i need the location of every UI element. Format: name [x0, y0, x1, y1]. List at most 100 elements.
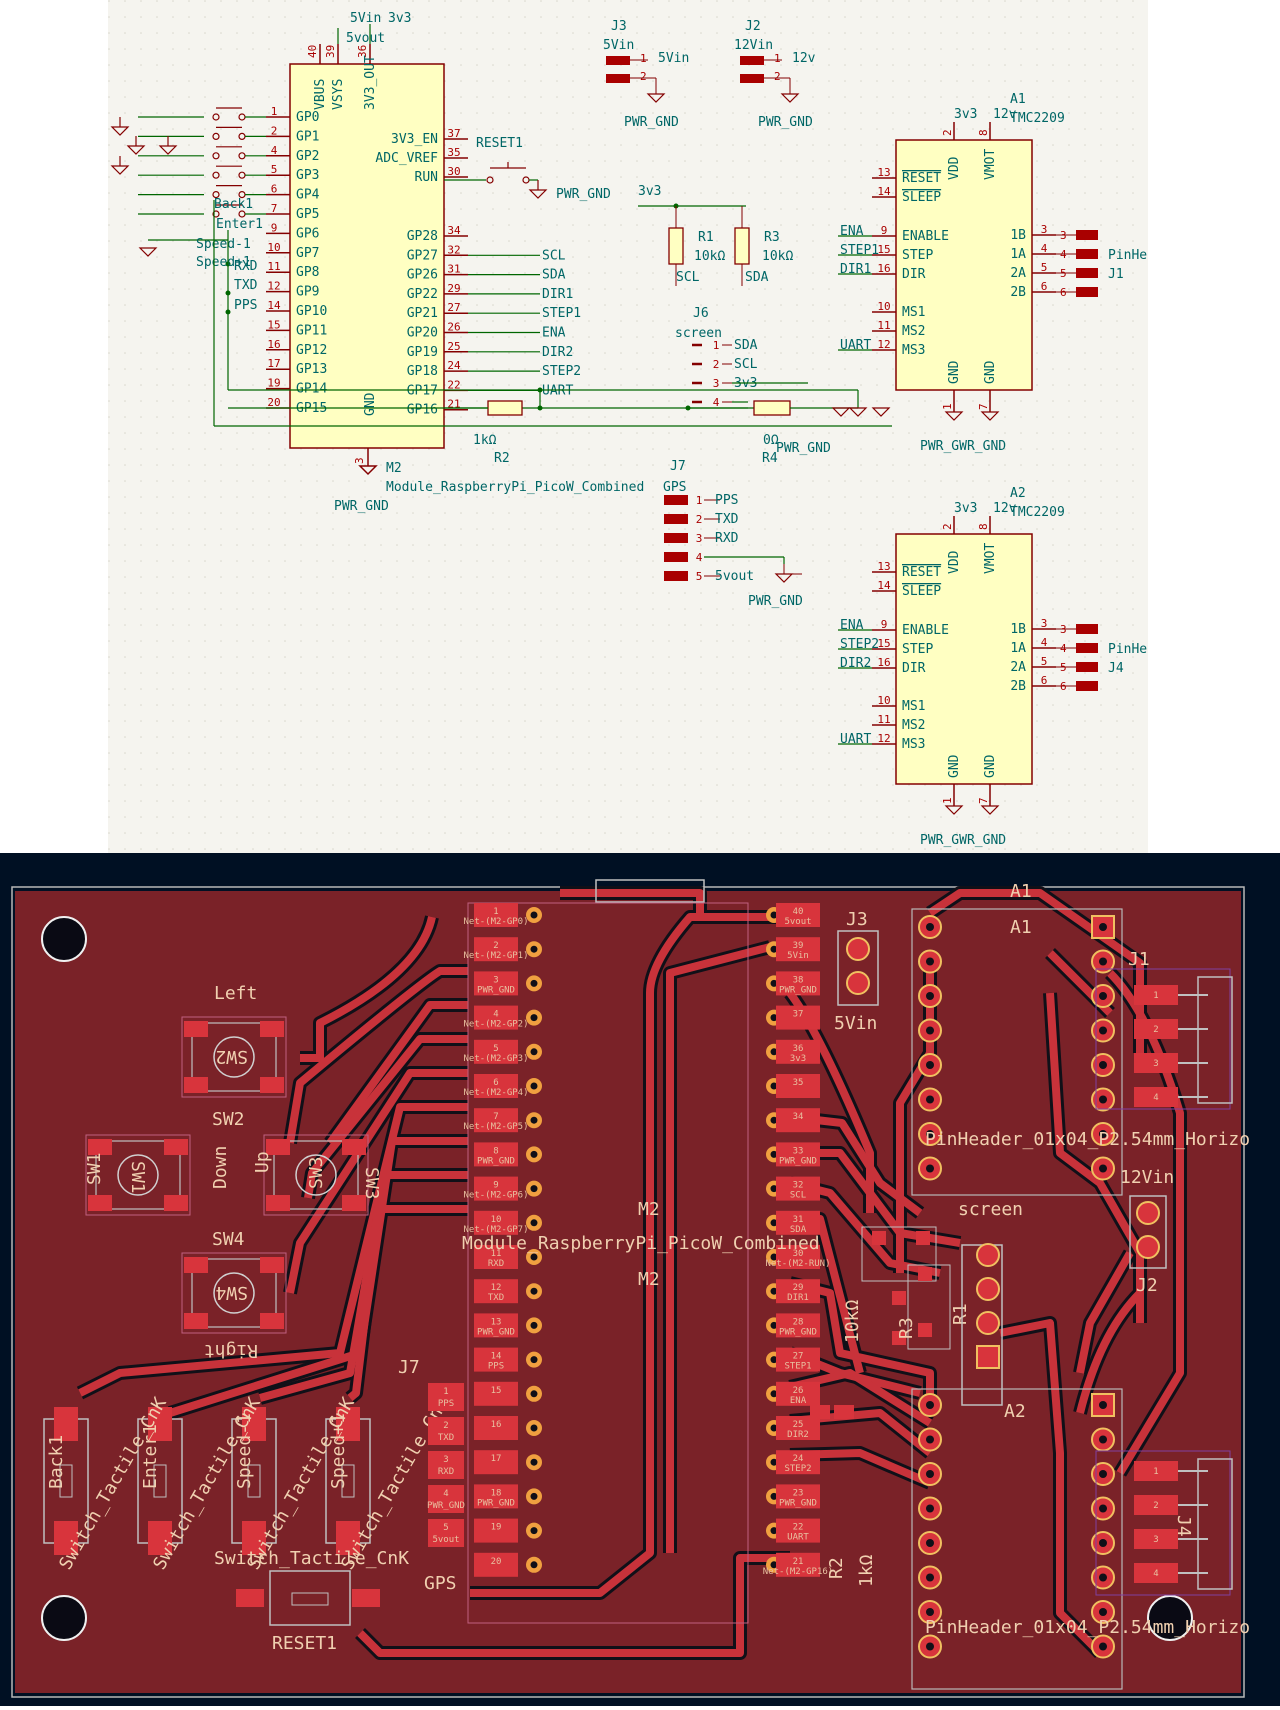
driver-gnd-label: PWR_GWR_GND	[920, 833, 1006, 848]
mcu-net-label: STEP1	[542, 306, 581, 321]
pcb-j4-ref: J4	[1173, 1515, 1194, 1537]
mcu-left-pad-num: 7	[493, 1112, 498, 1122]
j7-pin-net: PPS	[715, 493, 738, 508]
driver-header-pin-num: 5	[1060, 267, 1067, 280]
driver-right-pin-name: 1A	[1010, 641, 1026, 656]
driver-bottom-pin-num: 1	[941, 797, 954, 804]
pcb-r3-ref: R3	[896, 1317, 917, 1339]
r1-ref: R1	[698, 230, 714, 245]
pullup-resistors[interactable]: 3v3 R1 10kΩ R3 10kΩ SCL SDA	[638, 184, 793, 286]
nav-switch-sw4[interactable]: SW4	[181, 1252, 287, 1334]
driver-header-pad	[1076, 681, 1098, 691]
nav-switch-sw2[interactable]: SW2	[181, 1016, 287, 1098]
mcu-left-net-label: PPS	[234, 298, 257, 313]
resistor-cluster[interactable]: 10kΩ R1 R3 screen 1kΩ R2	[810, 1199, 1023, 1587]
j6-pin-num: 3	[713, 377, 720, 390]
mcu-right-pad-num: 22	[793, 1523, 804, 1533]
driver-left-pin-name: MS1	[902, 699, 925, 714]
mcu-left-pad	[474, 1518, 518, 1543]
pcb-j7-ref: J7	[398, 1357, 420, 1378]
driver-right-pin-num: 4	[1041, 636, 1048, 649]
mcu-left-pad-net: PPS	[488, 1362, 504, 1372]
j2-footprint[interactable]: 12Vin J2	[1120, 1167, 1174, 1296]
mcu-left-pad-num: 8	[493, 1146, 498, 1156]
r2-ref: R2	[494, 451, 510, 466]
pcb-gps-label: GPS	[424, 1573, 457, 1594]
pcb-r2-ref: R2	[826, 1557, 847, 1579]
tactile-button[interactable]: Enter1	[137, 1407, 183, 1555]
tactile-button[interactable]: Speed-1	[231, 1407, 277, 1555]
j7-pad-net: PPS	[438, 1399, 454, 1409]
driver-left-pin-num: 14	[877, 185, 891, 198]
j7-pin-num: 3	[696, 532, 703, 545]
a2-driver-footprint[interactable]: A2 PinHeader_01x04_P2.54mm_Horizo	[911, 1388, 1250, 1690]
driver-left-pin-name: MS3	[902, 737, 925, 752]
driver-right-pin-num: 6	[1041, 674, 1048, 687]
mcu-right-pad-num: 36	[793, 1044, 804, 1054]
reset-switch-footprint[interactable]: Switch_Tactile_CnK RESET1	[214, 1548, 409, 1654]
mcu-left-pin-num: 9	[271, 221, 278, 234]
mcu-left-pin-name: GP13	[296, 362, 327, 377]
tactile-button[interactable]: Speed+1	[325, 1407, 371, 1555]
driver-ref: A1	[1010, 92, 1026, 107]
mcu-left-pad-num: 19	[491, 1523, 502, 1533]
pcb-j3-ref: J3	[846, 909, 868, 930]
driver-top-pin-num: 8	[977, 129, 990, 136]
mcu-left-pad-num: 2	[493, 941, 498, 951]
mcu-left-pad	[474, 971, 518, 996]
j3-connector[interactable]: J3 5Vin 1 2 5Vin PWR_GND	[603, 19, 689, 130]
mcu-left-net-label: Enter1	[216, 217, 263, 232]
mcu-right-pad-num: 25	[793, 1420, 804, 1430]
mcu-footprint[interactable]: 1Net-(M2-GP0)2Net-(M2-GP1)3PWR_GND4Net-(…	[462, 902, 833, 1624]
driver-left-pin-num: 16	[877, 656, 890, 669]
mcu-right-pin-name: ADC_VREF	[375, 151, 438, 166]
driver-left-pin-num: 11	[877, 319, 890, 332]
mcu-right-pad-net: STEP1	[784, 1362, 811, 1372]
mcu-net-3v3: 3v3	[388, 11, 411, 26]
mcu-left-pad	[474, 1347, 518, 1372]
mcu-right-pin-name: GP16	[407, 403, 438, 418]
driver-header-pin-num: 6	[1060, 286, 1067, 299]
mcu-left-pad	[474, 1039, 518, 1064]
driver-left-net: STEP1	[840, 243, 879, 258]
j3-footprint[interactable]: J3 5Vin	[834, 909, 879, 1034]
a1-driver-footprint[interactable]: A1 A1 PinHeader_01x04_P2.54mm_Horizo	[911, 881, 1250, 1196]
reset-switch-symbol[interactable]: RESET1 PWR_GND	[444, 136, 611, 202]
nav-switch-sw1[interactable]: SW1	[85, 1134, 191, 1216]
mcu-left-pad-net: PWR_GND	[477, 1498, 515, 1508]
mcu-right-pad	[776, 1313, 820, 1338]
driver-left-pin-num: 12	[877, 338, 890, 351]
j2-connector[interactable]: J2 12Vin 1 2 12v PWR_GND	[734, 19, 816, 130]
j6-pin-num: 4	[713, 396, 720, 409]
nav-switch-pad	[260, 1077, 284, 1093]
tactile-button[interactable]: Back1	[43, 1407, 89, 1555]
j7-pad-net: TXD	[438, 1433, 454, 1443]
mcu-left-pin-num: 4	[271, 144, 278, 157]
mcu-right-pad-num: 33	[793, 1146, 804, 1156]
mcu-left-pad	[474, 1313, 518, 1338]
mcu-net-label: ENA	[542, 326, 566, 341]
pcb-down-label: Down	[210, 1146, 231, 1189]
mcu-left-net-label: RXD	[234, 259, 258, 274]
driver-left-pin-num: 14	[877, 579, 891, 592]
r4-value: 0Ω	[763, 433, 779, 448]
j6-pin-net: SDA	[734, 338, 758, 353]
mcu-right-wiring: 1kΩ R2 0Ω R4 PWR_GND	[213, 200, 892, 466]
mcu-right-pin-num: 32	[447, 243, 460, 256]
nav-switch-sw3[interactable]: SW3	[263, 1134, 369, 1216]
mcu-right-pad-net: SCL	[790, 1191, 806, 1201]
pcb-a2-ref: A2	[1004, 1401, 1026, 1422]
mcu-left-pad-num: 9	[493, 1181, 498, 1191]
driver-header-value: PinHe	[1108, 248, 1147, 263]
